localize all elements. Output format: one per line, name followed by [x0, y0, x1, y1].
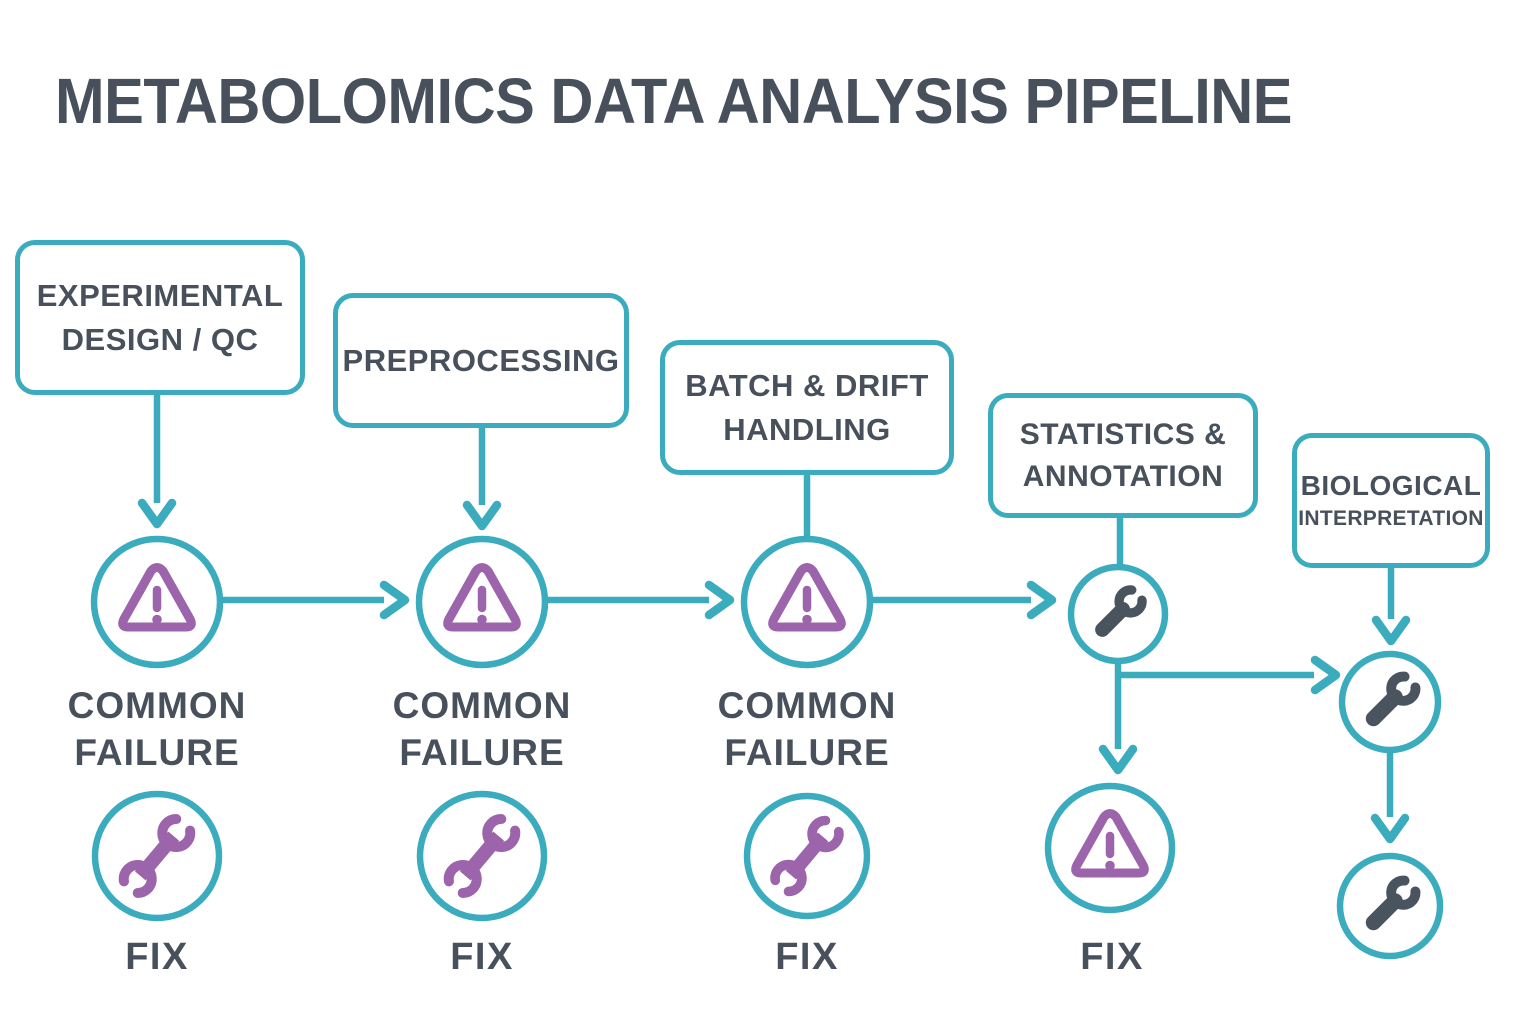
common-failure-label-2: COMMON FAILURE — [392, 685, 572, 774]
bio-tool-node-1 — [1338, 650, 1442, 754]
stage-label: PREPROCESSING — [342, 342, 620, 378]
stage-label-line2: INTERPRETATION — [1298, 507, 1484, 531]
common-failure-label-1: COMMON FAILURE — [67, 685, 247, 774]
common-failure-label-3: COMMON FAILURE — [717, 685, 897, 774]
arrowhead-box2 — [467, 505, 497, 526]
common-failure-node-1 — [90, 535, 224, 669]
stage-label-line1: BIOLOGICAL — [1300, 470, 1482, 502]
common-failure-node-2 — [415, 535, 549, 669]
arrowhead-pipeline-2 — [709, 585, 730, 615]
stage-box-experimental-design-qc: EXPERIMENTAL DESIGN / QC — [15, 240, 305, 395]
fix-label-4: FIX — [1080, 936, 1144, 978]
arrowhead-bio-down — [1375, 818, 1405, 839]
bio-tool-node-2 — [1336, 852, 1444, 960]
arrowhead-box1 — [142, 503, 172, 524]
arrowhead-pipeline-3 — [1031, 585, 1052, 615]
arrowhead-box5 — [1376, 620, 1406, 641]
fix-node-3 — [743, 792, 871, 920]
stage-box-statistics-annotation: STATISTICS & ANNOTATION — [988, 393, 1258, 518]
arrowhead-pipeline-1 — [384, 585, 405, 615]
stage-label: BATCH & DRIFT HANDLING — [685, 368, 929, 447]
common-failure-node-3 — [740, 535, 874, 669]
fix-label-2: FIX — [450, 936, 514, 978]
stage-box-batch-drift-handling: BATCH & DRIFT HANDLING — [660, 340, 954, 475]
arrowhead-stats-down — [1103, 749, 1133, 770]
stats-failure-node — [1044, 782, 1176, 914]
fix-label-3: FIX — [775, 936, 839, 978]
page-title: METABOLOMICS DATA ANALYSIS PIPELINE — [55, 65, 1293, 137]
stage-label: EXPERIMENTAL DESIGN / QC — [36, 278, 284, 357]
stage-label: STATISTICS & ANNOTATION — [1019, 417, 1227, 493]
stats-tool-node — [1067, 563, 1169, 665]
stage-box-preprocessing: PREPROCESSING — [333, 293, 629, 428]
arrowhead-stats-branch — [1315, 660, 1336, 690]
fix-node-2 — [416, 790, 548, 922]
fix-node-1 — [91, 790, 223, 922]
fix-label-1: FIX — [125, 936, 189, 978]
stage-box-biological-interpretation: BIOLOGICAL INTERPRETATION — [1292, 433, 1490, 568]
